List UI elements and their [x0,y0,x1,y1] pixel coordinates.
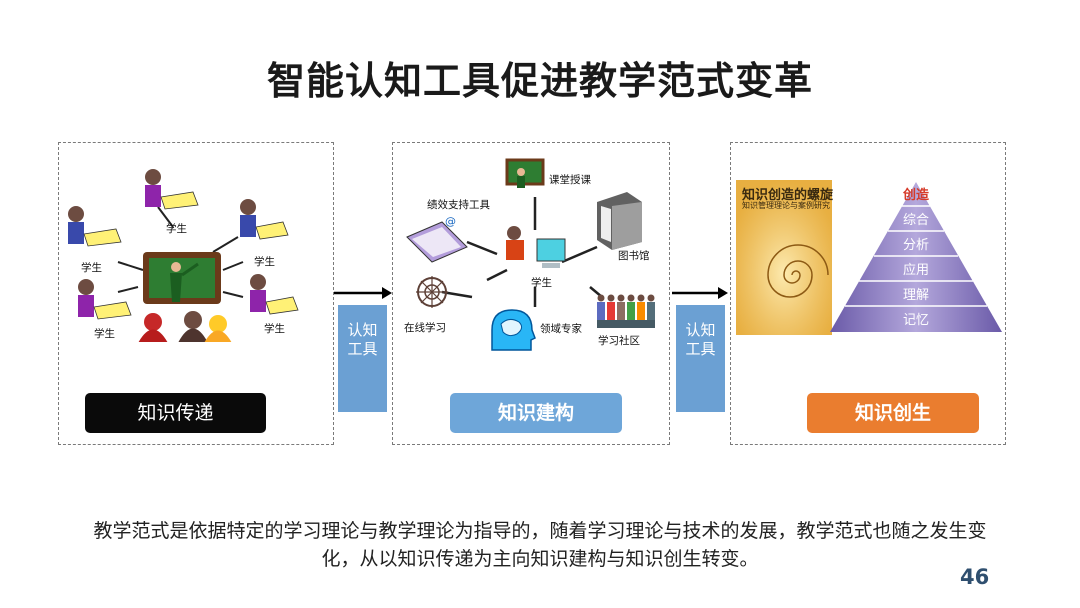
student-computer-icon [506,226,566,268]
pyramid-level-remember: 记忆 [902,313,929,328]
node-label-student: 学生 [531,277,552,289]
pyramid-level-apply: 应用 [902,263,929,278]
bloom-taxonomy-pyramid [830,182,1002,332]
node-label-library: 图书馆 [618,250,650,262]
pyramid-level-analyze: 分析 [902,238,929,253]
cognitive-tool-box: 认知 工具 [676,305,725,412]
knowledge-transmission-tag: 知识传递 [85,393,266,433]
student-figure-icon [145,169,199,210]
classroom-illustration [68,169,299,342]
page-number: 46 [960,565,990,589]
connector-line [117,286,139,293]
library-book-icon [597,192,642,250]
connector-line [222,291,244,298]
student-label: 学生 [81,262,102,274]
computer-tools-icon: @ [406,215,468,263]
classroom-lecture-icon [505,158,545,188]
pyramid-level-create: 创造 [902,188,929,203]
pyramid-level-understand: 理解 [902,288,929,303]
knowledge-construction-tag: 知识建构 [450,393,622,433]
expert-brain-head-icon [491,309,536,351]
pyramid-level-synthesize: 综合 [902,213,929,228]
student-label: 学生 [166,223,187,235]
book-title: 知识创造的螺旋 [742,188,834,203]
knowledge-creation-tag: 知识创生 [807,393,979,433]
connector-line [157,206,174,228]
node-label-domain-expert: 领域专家 [540,323,582,335]
description-text: 教学范式是依据特定的学习理论与教学理论为指导的，随着学习理论与技术的发展，教学范… [93,520,987,570]
svg-text:@: @ [445,215,456,228]
node-label-performance-tools: 绩效支持工具 [427,199,490,211]
student-figure-icon [78,279,132,320]
pyramid-shape [830,182,1002,332]
cognitive-tool-box: 认知 工具 [338,305,387,412]
book-cover-spiral-icon [736,180,832,335]
connector-line [222,261,244,271]
connector-line [117,261,144,271]
student-figure-icon [240,199,289,240]
connector-line [212,236,239,253]
cognitive-tool-label: 认知 工具 [685,321,716,358]
arrow-right-icon [672,287,728,299]
student-figure-icon [250,274,299,315]
node-label-classroom: 课堂授课 [549,174,591,186]
student-label: 学生 [264,323,285,335]
arrow-right-icon [334,287,392,299]
node-label-learning-community: 学习社区 [598,335,640,347]
student-label: 学生 [254,256,275,268]
teacher-chalkboard-icon [138,252,232,342]
student-figure-icon [68,206,122,247]
construction-network: @ [406,158,655,351]
network-web-icon [416,276,448,308]
student-label: 学生 [94,328,115,340]
cognitive-tool-label: 认知 工具 [347,321,378,358]
book-subtitle: 知识管理理论与案例研究 [742,201,830,210]
community-people-icon [597,294,655,328]
node-label-online-learning: 在线学习 [404,322,446,334]
page-title: 智能认知工具促进教学范式变革 [266,59,813,103]
